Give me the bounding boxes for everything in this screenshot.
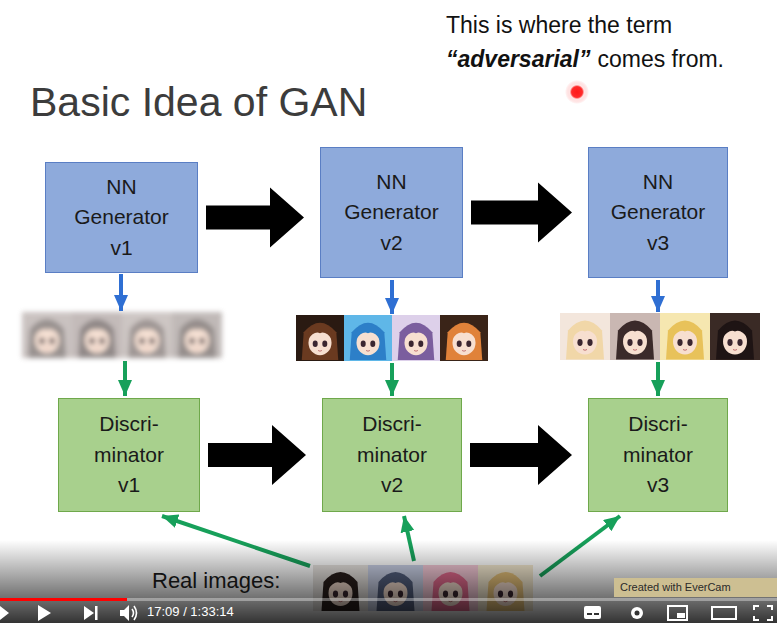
image-bg bbox=[710, 313, 760, 360]
box-label: Discri- minator v3 bbox=[616, 409, 700, 500]
theater-icon bbox=[712, 607, 736, 619]
callout-note: This is where the term bbox=[446, 12, 672, 40]
face-image bbox=[616, 321, 654, 360]
generated-images-v2 bbox=[296, 315, 488, 361]
output-arrow bbox=[390, 280, 394, 314]
progress-track bbox=[0, 598, 777, 601]
laser-pointer bbox=[565, 80, 589, 104]
image-bg bbox=[22, 312, 72, 358]
prev-icon bbox=[0, 606, 9, 620]
image-bg bbox=[296, 315, 344, 361]
face-image bbox=[28, 319, 66, 358]
discriminator-box: Discri- minator v1 bbox=[58, 398, 200, 512]
image-bg bbox=[440, 315, 488, 361]
box-label: Discri- minator v2 bbox=[350, 409, 434, 500]
output-arrow bbox=[119, 274, 123, 311]
real-images-label: Real images: bbox=[152, 568, 280, 594]
generator-box: NN Generator v2 bbox=[320, 147, 463, 278]
image-bg bbox=[172, 312, 222, 358]
box-label: NN Generator v2 bbox=[340, 167, 444, 258]
generated-images-v1 bbox=[22, 312, 222, 358]
image-bg bbox=[344, 315, 392, 361]
block-arrow bbox=[206, 188, 304, 248]
box-label: Discri- minator v1 bbox=[87, 409, 171, 500]
slide-title: Basic Idea of GAN bbox=[30, 78, 367, 127]
watermark-text: Created with EverCam bbox=[620, 581, 731, 594]
discriminator-box: Discri- minator v2 bbox=[322, 398, 462, 512]
face-image bbox=[302, 323, 338, 360]
fullscreen-icon bbox=[754, 606, 772, 620]
player-shade bbox=[0, 540, 777, 623]
miniplayer-icon bbox=[677, 613, 685, 618]
block-arrow bbox=[471, 183, 572, 243]
image-bg bbox=[660, 313, 710, 360]
play-icon bbox=[38, 605, 51, 621]
box-label: NN Generator v3 bbox=[606, 167, 710, 258]
box-label: NN Generator v1 bbox=[70, 172, 174, 263]
volume-icon bbox=[120, 605, 129, 621]
generator-box: NN Generator v3 bbox=[588, 147, 728, 278]
settings-icon bbox=[631, 607, 643, 619]
next-icon bbox=[84, 606, 94, 620]
callout-emphasis: “adversarial” bbox=[446, 46, 590, 74]
input-arrow bbox=[390, 363, 394, 396]
watermark-box bbox=[614, 578, 777, 597]
image-bg bbox=[122, 312, 172, 358]
progress-played bbox=[0, 598, 127, 601]
image-bg bbox=[392, 315, 440, 361]
face-image bbox=[716, 321, 754, 360]
face-image bbox=[666, 321, 704, 360]
face-image bbox=[566, 321, 604, 360]
settings-icon bbox=[635, 611, 640, 616]
block-arrow bbox=[470, 425, 572, 485]
callout-note: comes from. bbox=[597, 46, 724, 74]
discriminator-box: Discri- minator v3 bbox=[588, 398, 728, 512]
face-image bbox=[446, 323, 482, 360]
subtitles-icon bbox=[594, 613, 599, 615]
generated-images-v3 bbox=[560, 313, 760, 360]
input-arrow bbox=[656, 362, 660, 396]
video-time: 17:09 / 1:33:14 bbox=[147, 604, 234, 620]
volume-icon bbox=[132, 609, 134, 617]
generator-box: NN Generator v1 bbox=[45, 162, 198, 273]
image-bg bbox=[72, 312, 122, 358]
image-bg bbox=[560, 313, 610, 360]
output-arrow bbox=[656, 280, 660, 312]
image-bg bbox=[610, 313, 660, 360]
input-arrow bbox=[123, 361, 127, 396]
next-icon bbox=[95, 606, 98, 620]
face-image bbox=[350, 323, 386, 360]
block-arrow bbox=[208, 425, 306, 485]
subtitles-icon bbox=[587, 613, 592, 615]
face-image bbox=[78, 319, 116, 358]
face-image bbox=[398, 323, 434, 360]
face-image bbox=[128, 319, 166, 358]
subtitles-icon bbox=[584, 606, 601, 619]
miniplayer-icon bbox=[668, 606, 687, 620]
face-image bbox=[178, 319, 216, 358]
volume-icon bbox=[134, 606, 137, 620]
